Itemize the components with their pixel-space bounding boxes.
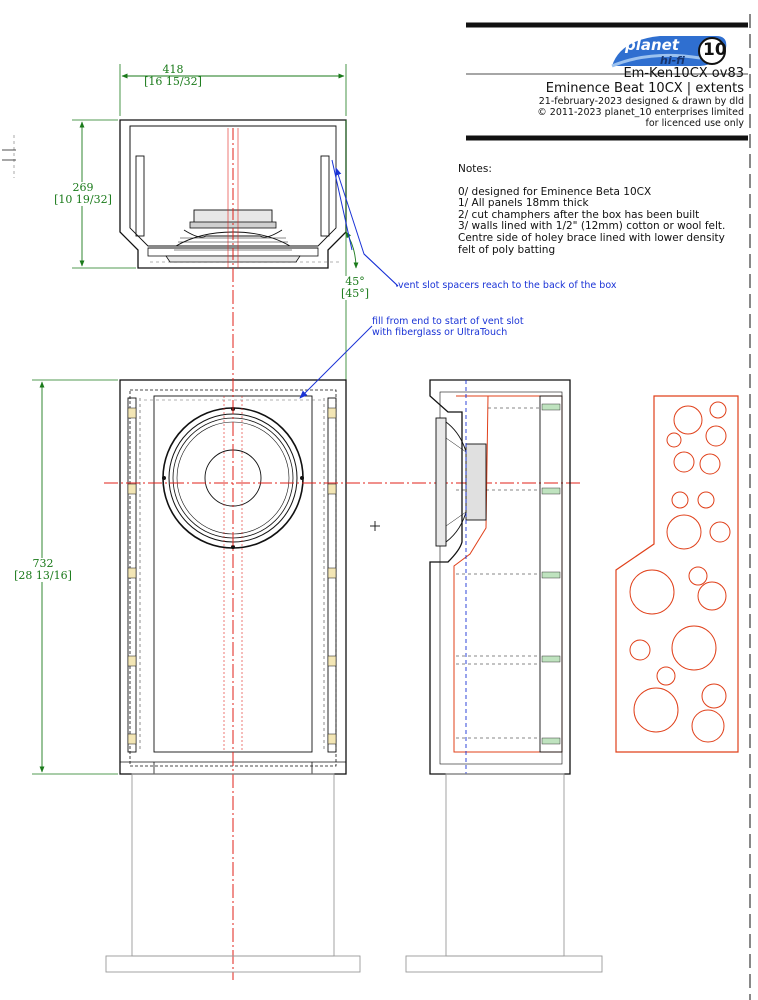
fill-callout: fill from end to start of vent slot with… xyxy=(372,316,524,338)
note-item: Centre side of holey brace lined with lo… xyxy=(458,231,725,244)
width-dimension xyxy=(119,64,347,116)
planet10-logo-icon xyxy=(611,36,727,68)
driver-name: Eminence Beat 10CX | extents xyxy=(545,81,744,96)
depth-mm: 269 xyxy=(72,181,94,194)
title-block: Em-Ken10CX ov83 Eminence Beat 10CX | ext… xyxy=(537,66,744,129)
driver-side-profile xyxy=(435,417,487,547)
holey-brace xyxy=(615,395,739,753)
note-item: 2/ cut champhers after the box has been … xyxy=(458,208,700,221)
notes-block: Notes: 0/ designed for Eminence Beta 10C… xyxy=(458,163,726,256)
license-line: for licenced use only xyxy=(645,118,745,129)
brace-spacers xyxy=(541,403,561,745)
angle-deg: 45° xyxy=(345,275,365,288)
model-name: Em-Ken10CX ov83 xyxy=(623,66,744,81)
front-stand xyxy=(105,773,361,973)
height-in: [28 13/16] xyxy=(14,569,72,582)
fill-callout-line2: with fiberglass or UltraTouch xyxy=(372,327,508,338)
front-view xyxy=(104,268,580,980)
logo-brand-text: planet xyxy=(625,36,680,54)
height-mm: 732 xyxy=(32,557,54,570)
callout-arrows xyxy=(299,159,399,399)
top-view xyxy=(119,119,347,269)
angle-deg-bracket: [45°] xyxy=(340,287,370,300)
width-dimension-label: 418 [16 15/32] xyxy=(130,64,216,88)
width-in: [16 15/32] xyxy=(144,75,202,88)
copyright-line: © 2011-2023 planet_10 enterprises limite… xyxy=(537,107,744,118)
title-bars xyxy=(466,22,748,141)
left-edge-marks xyxy=(2,135,16,178)
vent-slot-right xyxy=(323,397,337,753)
logo-number: 10 xyxy=(703,40,727,60)
notes-title: Notes: xyxy=(458,163,492,175)
logo-sub-text: hi-fi xyxy=(660,54,685,67)
angle-dimension xyxy=(345,120,359,380)
width-mm: 418 xyxy=(162,63,184,76)
fill-callout-line1: fill from end to start of vent slot xyxy=(372,316,524,327)
note-item: 1/ All panels 18mm thick xyxy=(458,197,589,210)
note-item: 3/ walls lined with 1/2" (12mm) cotton o… xyxy=(458,220,726,233)
side-stand xyxy=(405,773,603,973)
depth-dimension-label: 269 [10 19/32] xyxy=(50,182,116,206)
crosshair-mark xyxy=(370,521,380,531)
brace-holes xyxy=(629,401,731,743)
vent-slot-left xyxy=(127,397,141,753)
side-section xyxy=(429,379,571,775)
note-item: felt of poly batting xyxy=(458,243,556,256)
angle-dimension-label: 45° [45°] xyxy=(338,276,372,300)
depth-in: [10 19/32] xyxy=(54,193,112,206)
height-dimension-label: 732 [28 13/16] xyxy=(6,558,80,582)
vent-spacers-callout: vent slot spacers reach to the back of t… xyxy=(398,280,617,291)
note-item: 0/ designed for Eminence Beta 10CX xyxy=(458,185,652,198)
date-line: 21-february-2023 designed & drawn by dld xyxy=(538,96,744,107)
